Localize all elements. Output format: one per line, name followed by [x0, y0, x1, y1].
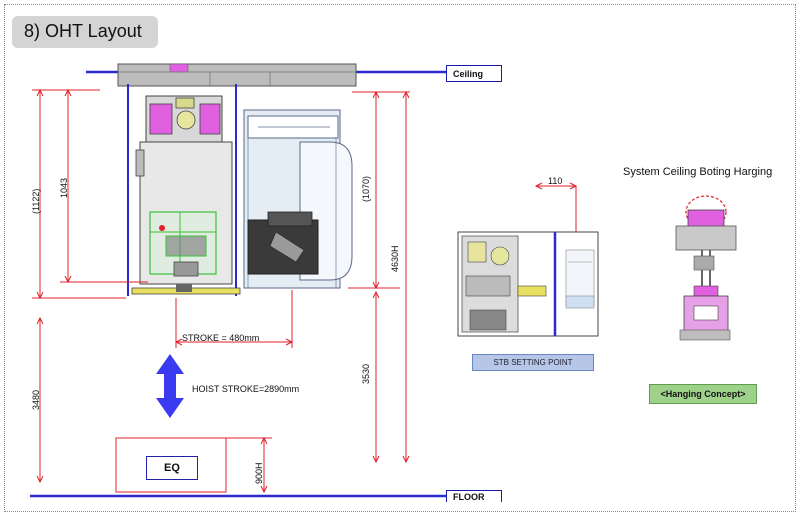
hanging-title: System Ceiling Boting Harging	[623, 166, 773, 178]
dim-1122: (1122)	[31, 188, 41, 214]
stroke-label: STROKE = 480mm	[182, 333, 260, 343]
hoist-arrow	[156, 354, 184, 418]
slide-frame	[4, 4, 796, 512]
page-title: 8) OHT Layout	[12, 16, 158, 48]
floor-label: FLOOR	[446, 490, 502, 502]
ceiling-label: Ceiling	[446, 65, 502, 82]
dimension-lines	[32, 88, 578, 494]
dim-900: 900H	[254, 462, 264, 484]
dim-3530: 3530	[361, 363, 371, 384]
storage-buffer	[243, 109, 353, 289]
rail-beam	[117, 63, 357, 87]
oht-vehicle	[127, 84, 241, 296]
stb-offset-label: 110	[548, 176, 563, 186]
dim-4630: 4630H	[390, 245, 400, 272]
dim-1070: (1070)	[361, 175, 371, 202]
stb-detail-view	[457, 231, 599, 337]
hanging-concept-figure	[675, 195, 737, 341]
hoist-stroke-label: HOIST STROKE=2890mm	[192, 384, 300, 394]
eq-label: EQ	[146, 456, 198, 480]
dim-1043: 1043	[59, 177, 69, 198]
hanging-concept-label: <Hanging Concept>	[649, 384, 757, 404]
stb-setting-point-label: STB SETTING POINT	[472, 354, 594, 371]
dim-3480: 3480	[31, 389, 41, 410]
